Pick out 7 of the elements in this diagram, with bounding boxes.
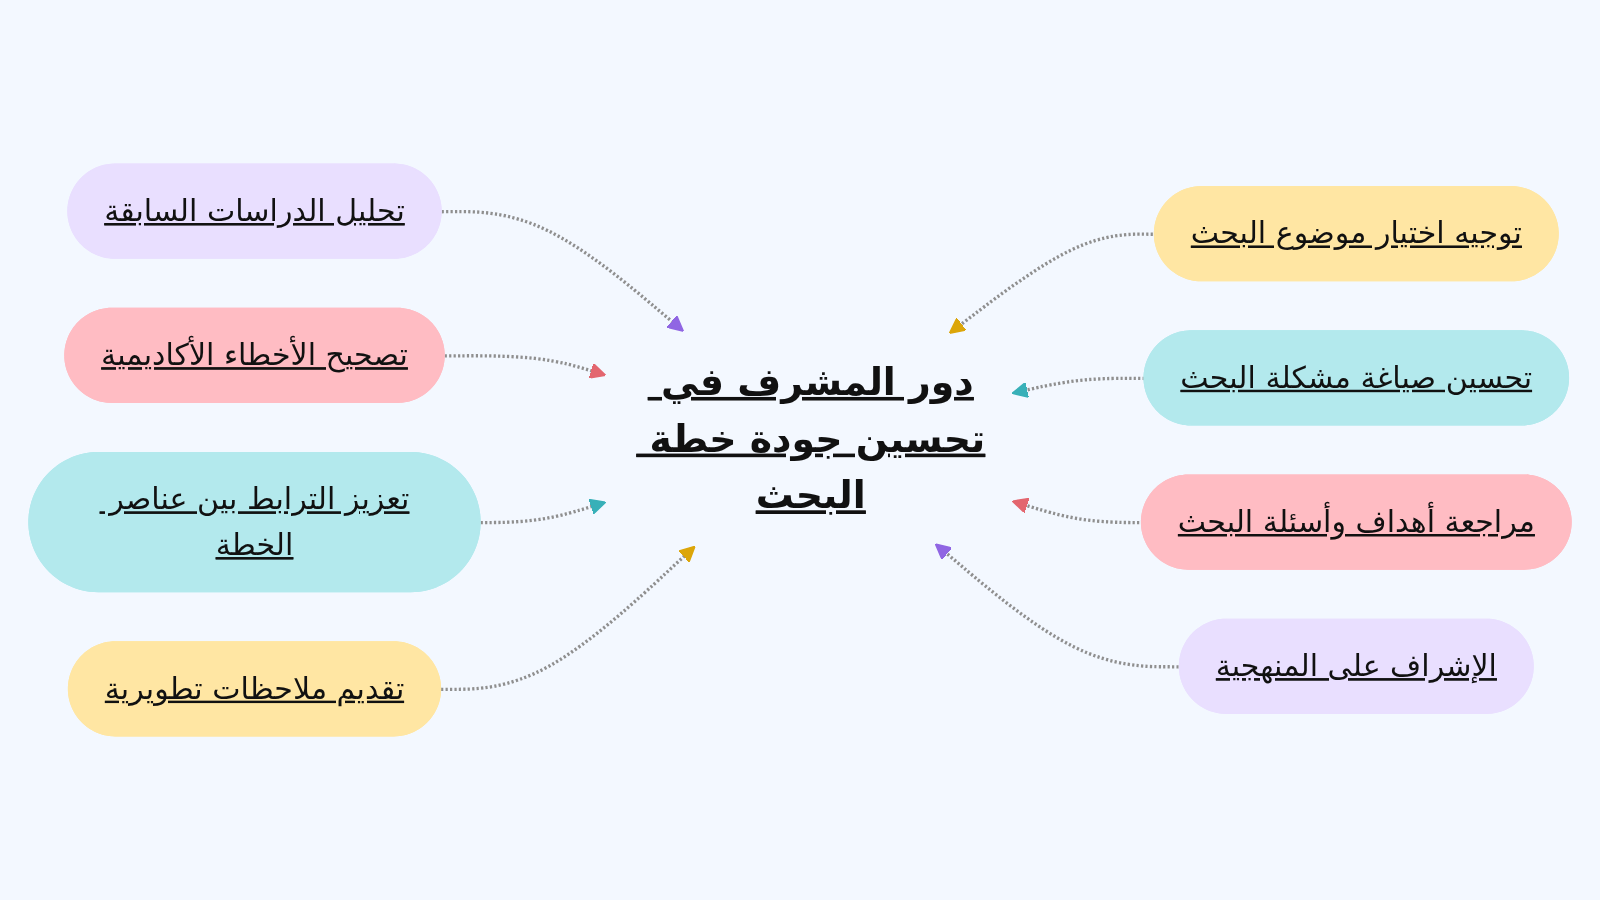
- arrow: [441, 209, 685, 332]
- arrow: [441, 545, 696, 692]
- arrow: [480, 498, 607, 525]
- arrow: [948, 232, 1155, 334]
- arrow: [444, 354, 607, 379]
- arrow: [934, 543, 1180, 669]
- node-text: دور المشرف في تحسين جودة خطة البحث: [649, 359, 986, 518]
